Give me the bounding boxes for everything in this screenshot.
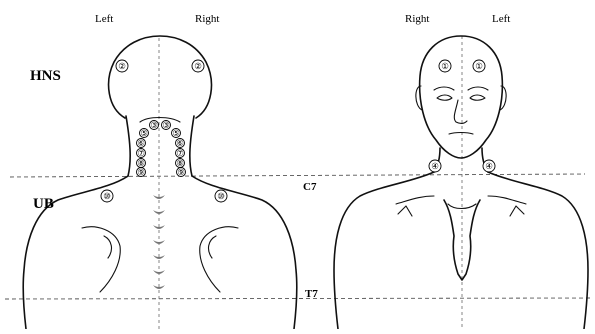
front-clavicle-tick-right (398, 206, 412, 216)
front-mouth (449, 133, 473, 135)
back-left-point-10: ⑩ (101, 190, 113, 202)
region-hns-label: HNS (30, 68, 61, 84)
front-view-figure (334, 36, 588, 329)
vertebra-mark (153, 210, 165, 214)
level-t7-label: T7 (305, 288, 318, 300)
front-shoulder-right (334, 172, 434, 329)
svg-text:⑩: ⑩ (103, 191, 111, 201)
svg-text:⑤: ⑤ (172, 128, 180, 138)
svg-text:⑤: ⑤ (140, 128, 148, 138)
svg-text:②: ② (118, 61, 126, 71)
vertebra-mark (153, 240, 165, 244)
front-clavicle-tick-left (510, 206, 524, 216)
svg-text:②: ② (194, 61, 202, 71)
back-right-point-5: ⑤ (172, 128, 181, 138)
back-view-figure (23, 36, 297, 329)
back-scapula-left (82, 227, 120, 292)
front-head-outline (420, 36, 503, 158)
back-right-point-7: ⑦ (176, 148, 185, 158)
svg-text:⑦: ⑦ (137, 148, 145, 158)
svg-text:⑥: ⑥ (137, 138, 145, 148)
front-eye-left (470, 95, 485, 100)
svg-text:④: ④ (485, 161, 493, 171)
back-scapula-left-inner (104, 236, 111, 258)
back-right-point-10: ⑩ (215, 190, 227, 202)
back-scapula-right (200, 227, 238, 292)
front-side-left-label: Left (492, 13, 510, 25)
back-side-left-label: Left (95, 13, 113, 25)
front-eye-right (437, 95, 452, 100)
svg-text:⑩: ⑩ (217, 191, 225, 201)
back-right-point-6: ⑥ (176, 138, 185, 148)
front-nose (454, 100, 467, 123)
back-right-point-9: ⑨ (177, 167, 186, 177)
svg-text:⑨: ⑨ (137, 167, 145, 177)
level-c7-label: C7 (303, 181, 317, 193)
front-clavicle-right (396, 196, 434, 204)
front-right-point-4: ④ (429, 160, 441, 172)
svg-text:①: ① (441, 61, 449, 71)
svg-text:④: ④ (431, 161, 439, 171)
front-eyebrow-right (434, 87, 454, 90)
front-left-point-1: ① (473, 60, 485, 72)
back-left-point-5: ⑤ (140, 128, 149, 138)
front-clavicle-left (488, 196, 526, 204)
back-neck-left (126, 116, 130, 176)
svg-text:①: ① (475, 61, 483, 71)
back-shoulder-right (192, 176, 297, 329)
back-right-point-2: ② (192, 60, 204, 72)
svg-text:③: ③ (150, 120, 158, 130)
svg-text:③: ③ (162, 120, 170, 130)
vertebra-mark (153, 270, 165, 274)
front-eyebrow-left (468, 87, 488, 90)
back-head-outline (109, 36, 212, 118)
back-left-point-9: ⑨ (137, 167, 146, 177)
svg-text:⑦: ⑦ (176, 148, 184, 158)
back-scapula-right-inner (209, 236, 216, 258)
front-side-right-label: Right (405, 13, 429, 25)
back-left-point-6: ⑥ (137, 138, 146, 148)
front-shoulder-left (488, 172, 588, 329)
back-left-point-7: ⑦ (137, 148, 146, 158)
region-ub-label: UB (33, 196, 54, 212)
svg-text:⑨: ⑨ (177, 167, 185, 177)
back-left-point-3: ③ (150, 120, 159, 130)
back-right-point-3: ③ (162, 120, 171, 130)
svg-text:⑥: ⑥ (176, 138, 184, 148)
front-right-point-1: ① (439, 60, 451, 72)
back-side-right-label: Right (195, 13, 219, 25)
back-neck-right (190, 116, 194, 176)
t7-level-line (5, 298, 592, 299)
front-left-point-4: ④ (483, 160, 495, 172)
back-left-point-2: ② (116, 60, 128, 72)
back-hairline (140, 118, 180, 123)
